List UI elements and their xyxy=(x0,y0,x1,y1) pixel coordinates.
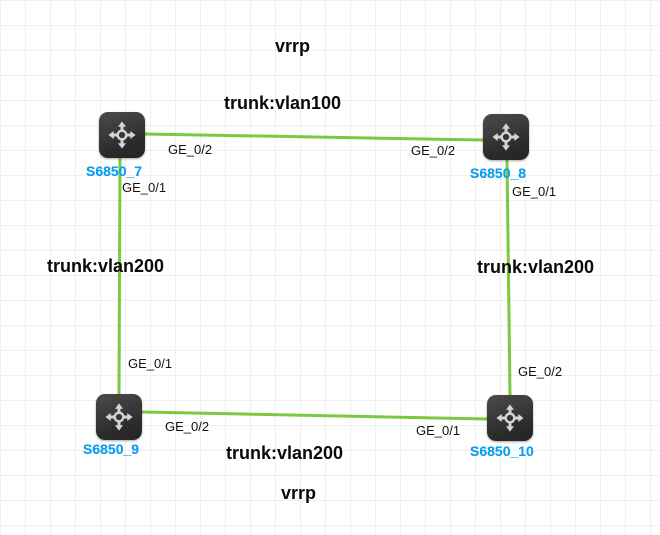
switch-icon xyxy=(105,403,133,431)
device-label-s6850_8[interactable]: S6850_8 xyxy=(470,165,527,181)
annot-trunk-bottom[interactable]: trunk:vlan200 xyxy=(226,443,344,463)
port-8-ge01[interactable]: GE_0/1 xyxy=(512,184,557,199)
annot-trunk-left[interactable]: trunk:vlan200 xyxy=(47,256,165,276)
annot-vrrp-top[interactable]: vrrp xyxy=(275,36,311,56)
port-7-ge02[interactable]: GE_0/2 xyxy=(168,142,213,157)
annot-vrrp-bottom[interactable]: vrrp xyxy=(281,483,317,503)
port-9-ge01[interactable]: GE_0/1 xyxy=(128,356,173,371)
annot-trunk-vlan100[interactable]: trunk:vlan100 xyxy=(224,93,342,113)
switch-icon xyxy=(492,123,520,151)
annot-trunk-right[interactable]: trunk:vlan200 xyxy=(477,257,595,277)
switch-icon xyxy=(496,404,524,432)
device-label-s6850_9[interactable]: S6850_9 xyxy=(83,441,140,457)
link-s6850_7-to-s6850_8[interactable] xyxy=(144,132,484,142)
node-s6850_10[interactable] xyxy=(487,395,533,441)
node-s6850_9[interactable] xyxy=(96,394,142,440)
node-s6850_8[interactable] xyxy=(483,114,529,160)
device-label-s6850_7[interactable]: S6850_7 xyxy=(86,163,143,179)
port-8-ge02[interactable]: GE_0/2 xyxy=(411,143,456,158)
port-10-ge01[interactable]: GE_0/1 xyxy=(416,423,461,438)
node-s6850_7[interactable] xyxy=(99,112,145,158)
port-7-ge01[interactable]: GE_0/1 xyxy=(122,180,167,195)
device-label-s6850_10[interactable]: S6850_10 xyxy=(470,443,534,459)
switch-icon xyxy=(108,121,136,149)
port-10-ge02[interactable]: GE_0/2 xyxy=(518,364,563,379)
link-s6850_9-to-s6850_10[interactable] xyxy=(141,410,488,421)
port-9-ge02[interactable]: GE_0/2 xyxy=(165,419,210,434)
